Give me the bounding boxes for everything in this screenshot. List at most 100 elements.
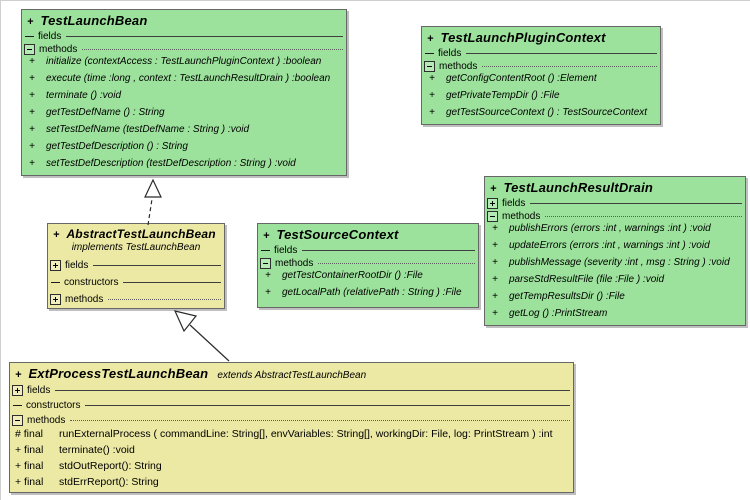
method-row: +terminate () :void — [29, 90, 122, 101]
class-box-testlaunchplugincontext[interactable]: + TestLaunchPluginContext fields methods… — [421, 26, 661, 125]
method-row: +parseStdResultFile (file :File ) :void — [492, 274, 665, 285]
class-box-extprocesstestlaunchbean[interactable]: + ExtProcessTestLaunchBean extends Abstr… — [9, 362, 574, 493]
section-rule — [85, 405, 570, 406]
section-rule — [466, 53, 657, 54]
method-row: +getTestDefDescription () : String — [29, 141, 188, 152]
extends-note: extends AbstractTestLaunchBean — [217, 370, 367, 381]
constructors-section-header: constructors — [10, 398, 573, 413]
collapse-minus-icon[interactable] — [260, 258, 271, 269]
class-title-row: + TestLaunchPluginContext — [422, 27, 660, 47]
section-label: methods — [439, 61, 478, 72]
section-rule — [530, 203, 742, 204]
expand-plus-icon[interactable] — [50, 294, 61, 305]
class-name: ExtProcessTestLaunchBean — [28, 366, 209, 381]
section-rule — [82, 49, 343, 50]
fields-section-header: fields — [48, 257, 224, 274]
class-title-row: + ExtProcessTestLaunchBean extends Abstr… — [10, 363, 573, 383]
section-rule — [318, 263, 475, 264]
methods-section-header: methods — [485, 210, 745, 223]
collapse-minus-icon[interactable] — [24, 44, 35, 55]
visibility-marker: + — [27, 16, 34, 28]
method-row: +publishMessage (severity :int , msg : S… — [492, 257, 730, 268]
section-rule — [55, 390, 570, 391]
section-label: methods — [65, 294, 104, 305]
section-label: constructors — [64, 277, 119, 288]
section-rule — [70, 420, 570, 421]
methods-section-header: methods — [10, 413, 573, 428]
method-row: +getLocalPath (relativePath : String ) :… — [265, 287, 462, 298]
collapse-minus-icon[interactable] — [487, 211, 498, 222]
collapse-minus-icon[interactable] — [424, 61, 435, 72]
fields-section-header: fields — [22, 30, 346, 43]
fields-section-header: fields — [258, 244, 478, 257]
expand-plus-icon[interactable] — [12, 385, 23, 396]
section-rule — [66, 36, 343, 37]
class-box-testlaunchbean[interactable]: + TestLaunchBean fields methods +initial… — [21, 9, 347, 176]
implements-note: implements TestLaunchBean — [71, 242, 201, 253]
section-label: methods — [27, 415, 66, 426]
method-row: +setTestDefDescription (testDefDescripti… — [29, 158, 296, 169]
class-name: TestLaunchPluginContext — [440, 30, 606, 45]
dash-icon — [13, 405, 22, 406]
expand-plus-icon[interactable] — [50, 260, 61, 271]
method-row: +execute (time :long , context : TestLau… — [29, 73, 331, 84]
section-label: fields — [65, 260, 89, 271]
fields-section-header: fields — [10, 383, 573, 398]
section-rule — [302, 250, 475, 251]
expand-plus-icon[interactable] — [487, 198, 498, 209]
collapse-minus-icon[interactable] — [12, 415, 23, 426]
visibility-marker: + — [15, 369, 22, 381]
method-row: +getTestDefName () : String — [29, 107, 165, 118]
methods-section-header: methods — [422, 60, 660, 73]
class-box-abstracttestlaunchbean[interactable]: + AbstractTestLaunchBean implements Test… — [47, 223, 225, 309]
constructors-section-header: constructors — [48, 274, 224, 291]
dash-icon — [51, 282, 60, 283]
class-name: TestSourceContext — [276, 227, 399, 242]
fields-section-header: fields — [422, 47, 660, 60]
section-label: fields — [27, 385, 51, 396]
section-label: fields — [274, 245, 298, 256]
method-row: +getTempResultsDir () :File — [492, 291, 625, 302]
section-label: methods — [502, 211, 541, 222]
visibility-marker: + — [53, 229, 60, 241]
class-title-row: + TestLaunchResultDrain — [485, 177, 745, 197]
dash-icon — [261, 250, 270, 251]
class-name: TestLaunchBean — [40, 13, 148, 28]
section-label: constructors — [26, 400, 81, 411]
section-label: methods — [275, 258, 314, 269]
methods-section-header: methods — [22, 43, 346, 56]
class-title-row: + TestSourceContext — [258, 224, 478, 244]
method-row: +initialize (contextAccess : TestLaunchP… — [29, 56, 322, 67]
dash-icon — [25, 36, 34, 37]
class-title-row: + TestLaunchBean — [22, 10, 346, 30]
class-box-testsourcecontext[interactable]: + TestSourceContext fields methods +getT… — [257, 223, 479, 308]
section-label: methods — [39, 44, 78, 55]
method-row: +getTestSourceContext () : TestSourceCon… — [429, 107, 648, 118]
class-name: AbstractTestLaunchBean — [66, 227, 216, 241]
method-row: +updateErrors (errors :int , warnings :i… — [492, 240, 710, 251]
class-name: TestLaunchResultDrain — [503, 180, 654, 195]
section-rule — [93, 265, 221, 266]
method-row: +getTestContainerRootDir () :File — [265, 270, 423, 281]
method-row: +getLog () :PrintStream — [492, 308, 608, 319]
visibility-marker: + — [427, 33, 434, 45]
method-row: +setTestDefName (testDefName : String ) … — [29, 124, 250, 135]
section-label: fields — [38, 31, 62, 42]
class-title-row: + AbstractTestLaunchBean — [48, 224, 224, 242]
section-rule — [482, 66, 657, 67]
section-label: fields — [502, 198, 526, 209]
section-label: fields — [438, 48, 462, 59]
section-rule — [545, 216, 742, 217]
class-box-testlaunchresultdrain[interactable]: + TestLaunchResultDrain fields methods +… — [484, 176, 746, 326]
method-row: +getConfigContentRoot () :Element — [429, 73, 597, 84]
visibility-marker: + — [263, 230, 270, 242]
methods-section-header: methods — [48, 291, 224, 308]
section-rule — [123, 282, 221, 283]
methods-section-header: methods — [258, 257, 478, 270]
implements-arrow — [144, 178, 162, 226]
fields-section-header: fields — [485, 197, 745, 210]
